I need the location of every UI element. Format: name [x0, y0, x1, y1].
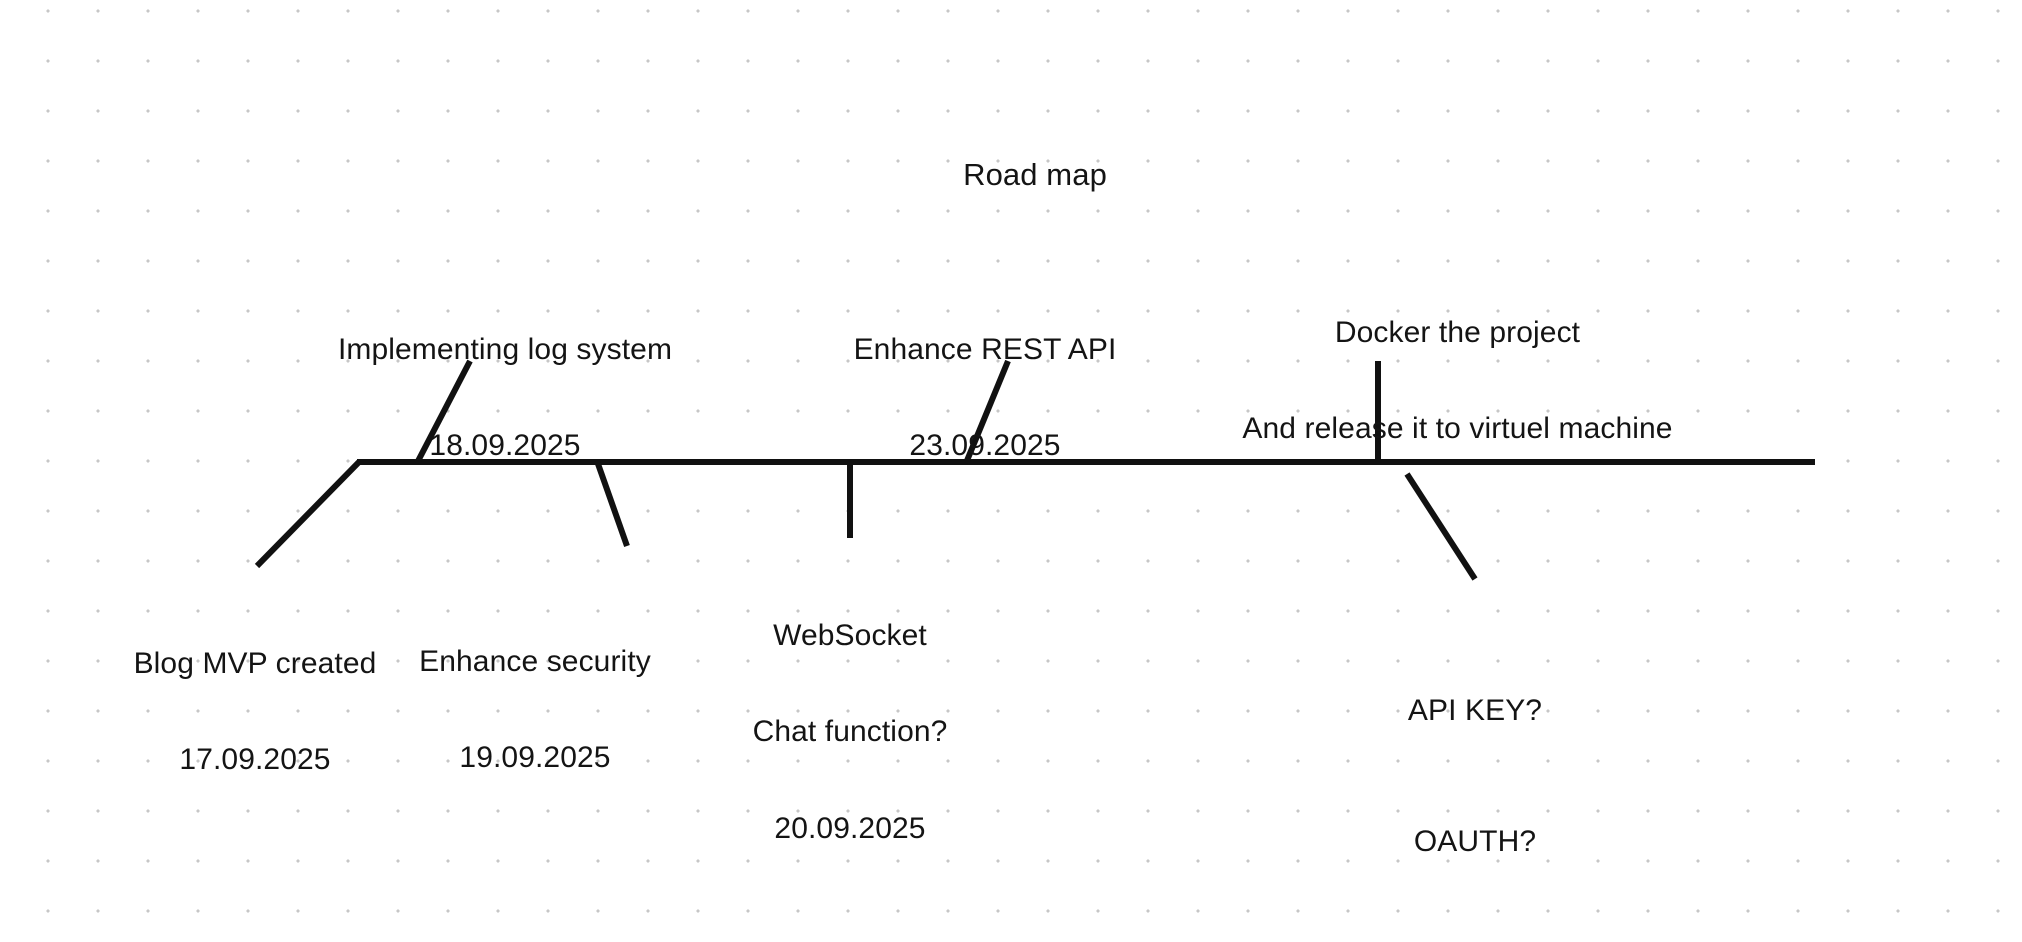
milestone-label-enhance-rest-api[interactable]: Enhance REST API 23.09.2025	[790, 270, 1180, 527]
milestone-label-docker-the-project[interactable]: Docker the project And release it to vir…	[1150, 253, 1765, 510]
milestone-subtitle: And release it to virtuel machine	[1242, 412, 1673, 446]
diagram-title-text: Road map	[963, 157, 1107, 193]
milestone-date: 19.09.2025	[459, 741, 611, 775]
milestone-title: API KEY?	[1407, 694, 1543, 727]
milestone-subtitle: OAUTH?	[1413, 824, 1537, 858]
milestone-date: 17.09.2025	[179, 743, 331, 777]
milestone-label-implementing-log-system[interactable]: Implementing log system 18.09.2025	[200, 270, 810, 527]
diagram-title: Road map	[0, 92, 2022, 258]
milestone-date: 23.09.2025	[909, 429, 1061, 463]
milestone-title: Blog MVP created	[133, 647, 377, 681]
milestone-title: WebSocket	[773, 619, 927, 653]
milestone-label-api-key-oauth[interactable]: API KEY? OAUTH?	[1330, 602, 1620, 942]
milestone-title: Enhance security	[419, 645, 651, 679]
milestone-title: Implementing log system	[337, 333, 673, 367]
milestone-label-enhance-security[interactable]: Enhance security 19.09.2025	[340, 582, 730, 839]
milestone-date: 20.09.2025	[774, 811, 926, 845]
milestone-label-blog-mvp[interactable]: Blog MVP created 17.09.2025	[60, 584, 450, 841]
milestone-title: Docker the project	[1334, 316, 1581, 350]
milestone-date: 18.09.2025	[429, 429, 581, 463]
milestone-subtitle: Chat function?	[752, 715, 948, 749]
milestone-title: Enhance REST API	[853, 333, 1117, 367]
milestone-label-websocket-chat[interactable]: WebSocket Chat function? 20.09.2025	[690, 556, 1010, 909]
